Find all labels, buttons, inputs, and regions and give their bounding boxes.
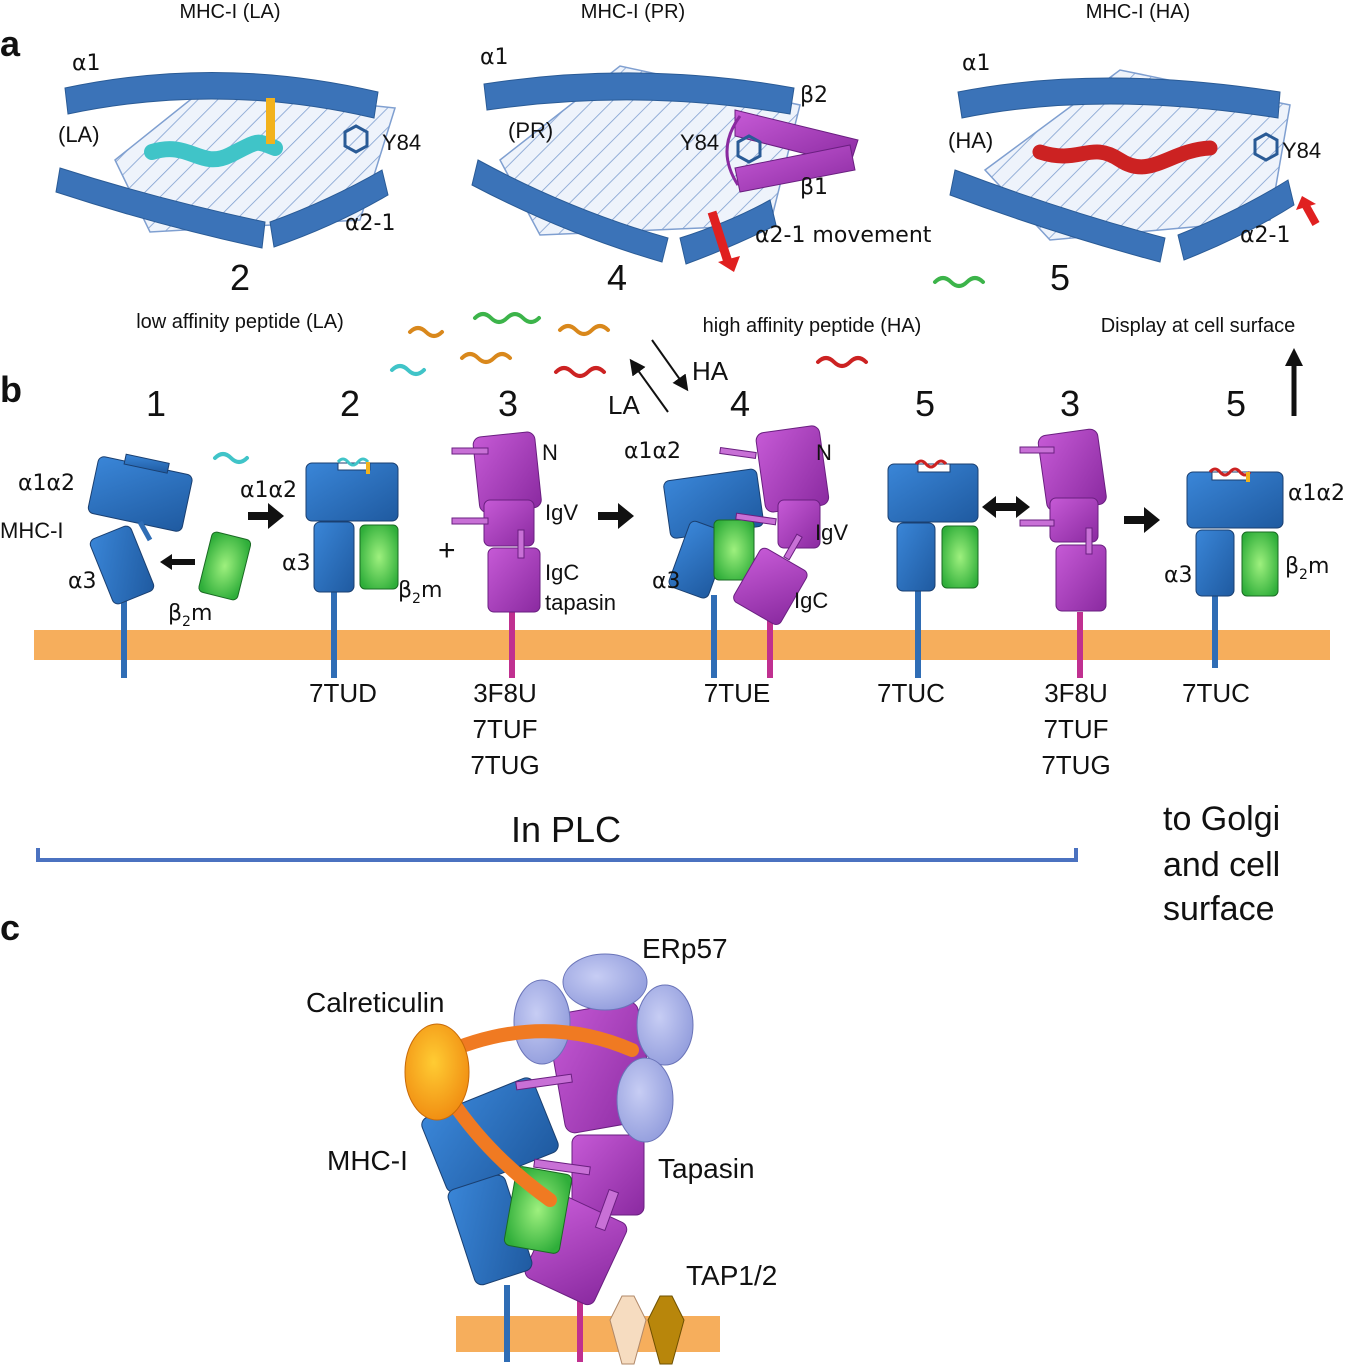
step5b-mhc-exported: α1α2 α3 β2m bbox=[1164, 467, 1345, 668]
pr-beta1-label: β1 bbox=[800, 175, 828, 200]
step-number-5: 5 bbox=[915, 383, 935, 424]
pdb-step3-3: 7TUG bbox=[470, 750, 539, 780]
ha-helix-label: α2-1 bbox=[1240, 223, 1290, 248]
step5b-a3-label: α3 bbox=[1164, 563, 1193, 588]
la-helix-label: α2-1 bbox=[345, 211, 395, 236]
pr-beta2-label: β2 bbox=[800, 83, 828, 108]
mhc-la-structure: MHC-I (LA) α1 (LA) Y84 α2-1 2 low affini… bbox=[55, 1, 421, 333]
step-numbers: 1 2 3 4 5 3 5 bbox=[146, 383, 1246, 424]
step-number-3: 3 bbox=[498, 383, 518, 424]
plc-bracket bbox=[36, 848, 1078, 862]
state-pr-title: MHC-I (PR) bbox=[581, 1, 685, 23]
pdb-step3b-2: 7TUF bbox=[1044, 714, 1109, 744]
tapasin-label-c: Tapasin bbox=[658, 1153, 755, 1184]
step1-a3-label: α3 bbox=[68, 569, 97, 594]
pr-step-number: 4 bbox=[607, 257, 627, 298]
plc-label: In PLC bbox=[511, 809, 621, 850]
panel-a-letter: a bbox=[0, 23, 21, 64]
step4-n-label: N bbox=[816, 440, 832, 465]
state-la-title: MHC-I (LA) bbox=[179, 1, 280, 23]
ha-caption: Display at cell surface bbox=[1101, 315, 1296, 337]
step5b-b2m-label: β2m bbox=[1285, 554, 1329, 583]
step3-tapasin-label: tapasin bbox=[545, 590, 616, 615]
step1-a1a2-label: α1α2 bbox=[18, 471, 75, 496]
pdb-step2: 7TUD bbox=[309, 678, 377, 708]
arrow-step1-to-2 bbox=[248, 503, 284, 529]
plc-assembly: ERp57 Calreticulin MHC-I Tapasin TAP1/2 bbox=[306, 933, 777, 1365]
step1-mhc-heavy-chain: α1α2 MHC-I α3 β2m bbox=[0, 453, 252, 678]
pdb-step5: 7TUC bbox=[877, 678, 945, 708]
pdb-step4: 7TUE bbox=[704, 678, 770, 708]
step4-a1a2-label: α1α2 bbox=[624, 439, 681, 464]
step2-a3-label: α3 bbox=[282, 551, 311, 576]
step3b-tapasin-released bbox=[1019, 428, 1107, 678]
pdb-step3-1: 3F8U bbox=[473, 678, 537, 708]
la-pocket-label: (LA) bbox=[58, 122, 100, 147]
step-number-2: 2 bbox=[340, 383, 360, 424]
pdb-codes: 7TUD 3F8U 7TUF 7TUG 7TUE 7TUC 3F8U 7TUF … bbox=[309, 678, 1250, 780]
la-arrow-label: LA bbox=[608, 390, 640, 420]
step4-igv-label: IgV bbox=[815, 520, 848, 545]
step1-mhc-label: MHC-I bbox=[0, 518, 64, 543]
la-y84-label: Y84 bbox=[382, 130, 421, 155]
state-ha-title: MHC-I (HA) bbox=[1086, 1, 1190, 23]
er-membrane bbox=[34, 630, 1330, 660]
step2-b2m-label: β2m bbox=[398, 578, 442, 607]
plus-sign: + bbox=[438, 534, 456, 567]
ha-alpha1-label: α1 bbox=[962, 51, 991, 76]
step-number-3b: 3 bbox=[1060, 383, 1080, 424]
mhc-pr-structure: MHC-I (PR) α1 (PR) Y84 β2 β1 α2-1 moveme… bbox=[471, 1, 932, 337]
pr-caption: high affinity peptide (HA) bbox=[703, 315, 922, 337]
la-alpha1-label: α1 bbox=[72, 51, 101, 76]
step-number-5b: 5 bbox=[1226, 383, 1246, 424]
step1-b2m-label: β2m bbox=[168, 601, 212, 630]
mhc-ha-structure: MHC-I (HA) α1 (HA) Y84 α2-1 5 Display at… bbox=[948, 1, 1321, 337]
la-step-number: 2 bbox=[230, 257, 250, 298]
tap-label: TAP1/2 bbox=[686, 1260, 777, 1291]
arrow-step3-to-4 bbox=[598, 503, 634, 529]
step3-igv-label: IgV bbox=[545, 500, 578, 525]
arrow-to-export bbox=[1124, 507, 1160, 533]
la-caption: low affinity peptide (LA) bbox=[136, 311, 344, 333]
free-peptides bbox=[213, 276, 985, 464]
pdb-step3b-3: 7TUG bbox=[1041, 750, 1110, 780]
equilibrium-arrow bbox=[982, 496, 1030, 518]
step4-a3-label: α3 bbox=[652, 569, 681, 594]
step3-tapasin: N IgV IgC tapasin bbox=[451, 431, 616, 678]
mhc-label-c: MHC-I bbox=[327, 1145, 408, 1176]
step5-mhc-ha-loaded bbox=[887, 459, 979, 678]
step2-a1a2-label: α1α2 bbox=[240, 478, 297, 503]
ha-arrow-label: HA bbox=[692, 356, 729, 386]
panel-b-letter: b bbox=[0, 369, 22, 410]
ha-y84-label: Y84 bbox=[1282, 138, 1321, 163]
pr-pocket-label: (PR) bbox=[508, 118, 553, 143]
pdb-step5b: 7TUC bbox=[1182, 678, 1250, 708]
step3-n-label: N bbox=[542, 440, 558, 465]
exit-label-2: and cell bbox=[1163, 846, 1280, 884]
step2-mhc-b2m: α1α2 α3 β2m bbox=[240, 457, 442, 678]
step4-mhc-tapasin-complex: α1α2 N IgV α3 IgC bbox=[624, 425, 848, 678]
pr-alpha1-label: α1 bbox=[480, 45, 509, 70]
exit-label-3: surface bbox=[1163, 890, 1275, 928]
pdb-step3-2: 7TUF bbox=[473, 714, 538, 744]
ha-step-number: 5 bbox=[1050, 257, 1070, 298]
step3-igc-label: IgC bbox=[545, 560, 579, 585]
step-number-1: 1 bbox=[146, 383, 166, 424]
step4-igc-label: IgC bbox=[794, 588, 828, 613]
erp57-label: ERp57 bbox=[642, 933, 728, 964]
step5b-a1a2-label: α1α2 bbox=[1288, 481, 1345, 506]
ha-pocket-label: (HA) bbox=[948, 128, 993, 153]
pr-movement-label: α2-1 movement bbox=[755, 223, 932, 248]
panel-c-letter: c bbox=[0, 907, 20, 948]
calreticulin-label: Calreticulin bbox=[306, 987, 445, 1018]
pr-y84-label: Y84 bbox=[680, 130, 719, 155]
step-number-4: 4 bbox=[730, 383, 750, 424]
exit-label-1: to Golgi bbox=[1163, 800, 1280, 838]
pdb-step3b-1: 3F8U bbox=[1044, 678, 1108, 708]
